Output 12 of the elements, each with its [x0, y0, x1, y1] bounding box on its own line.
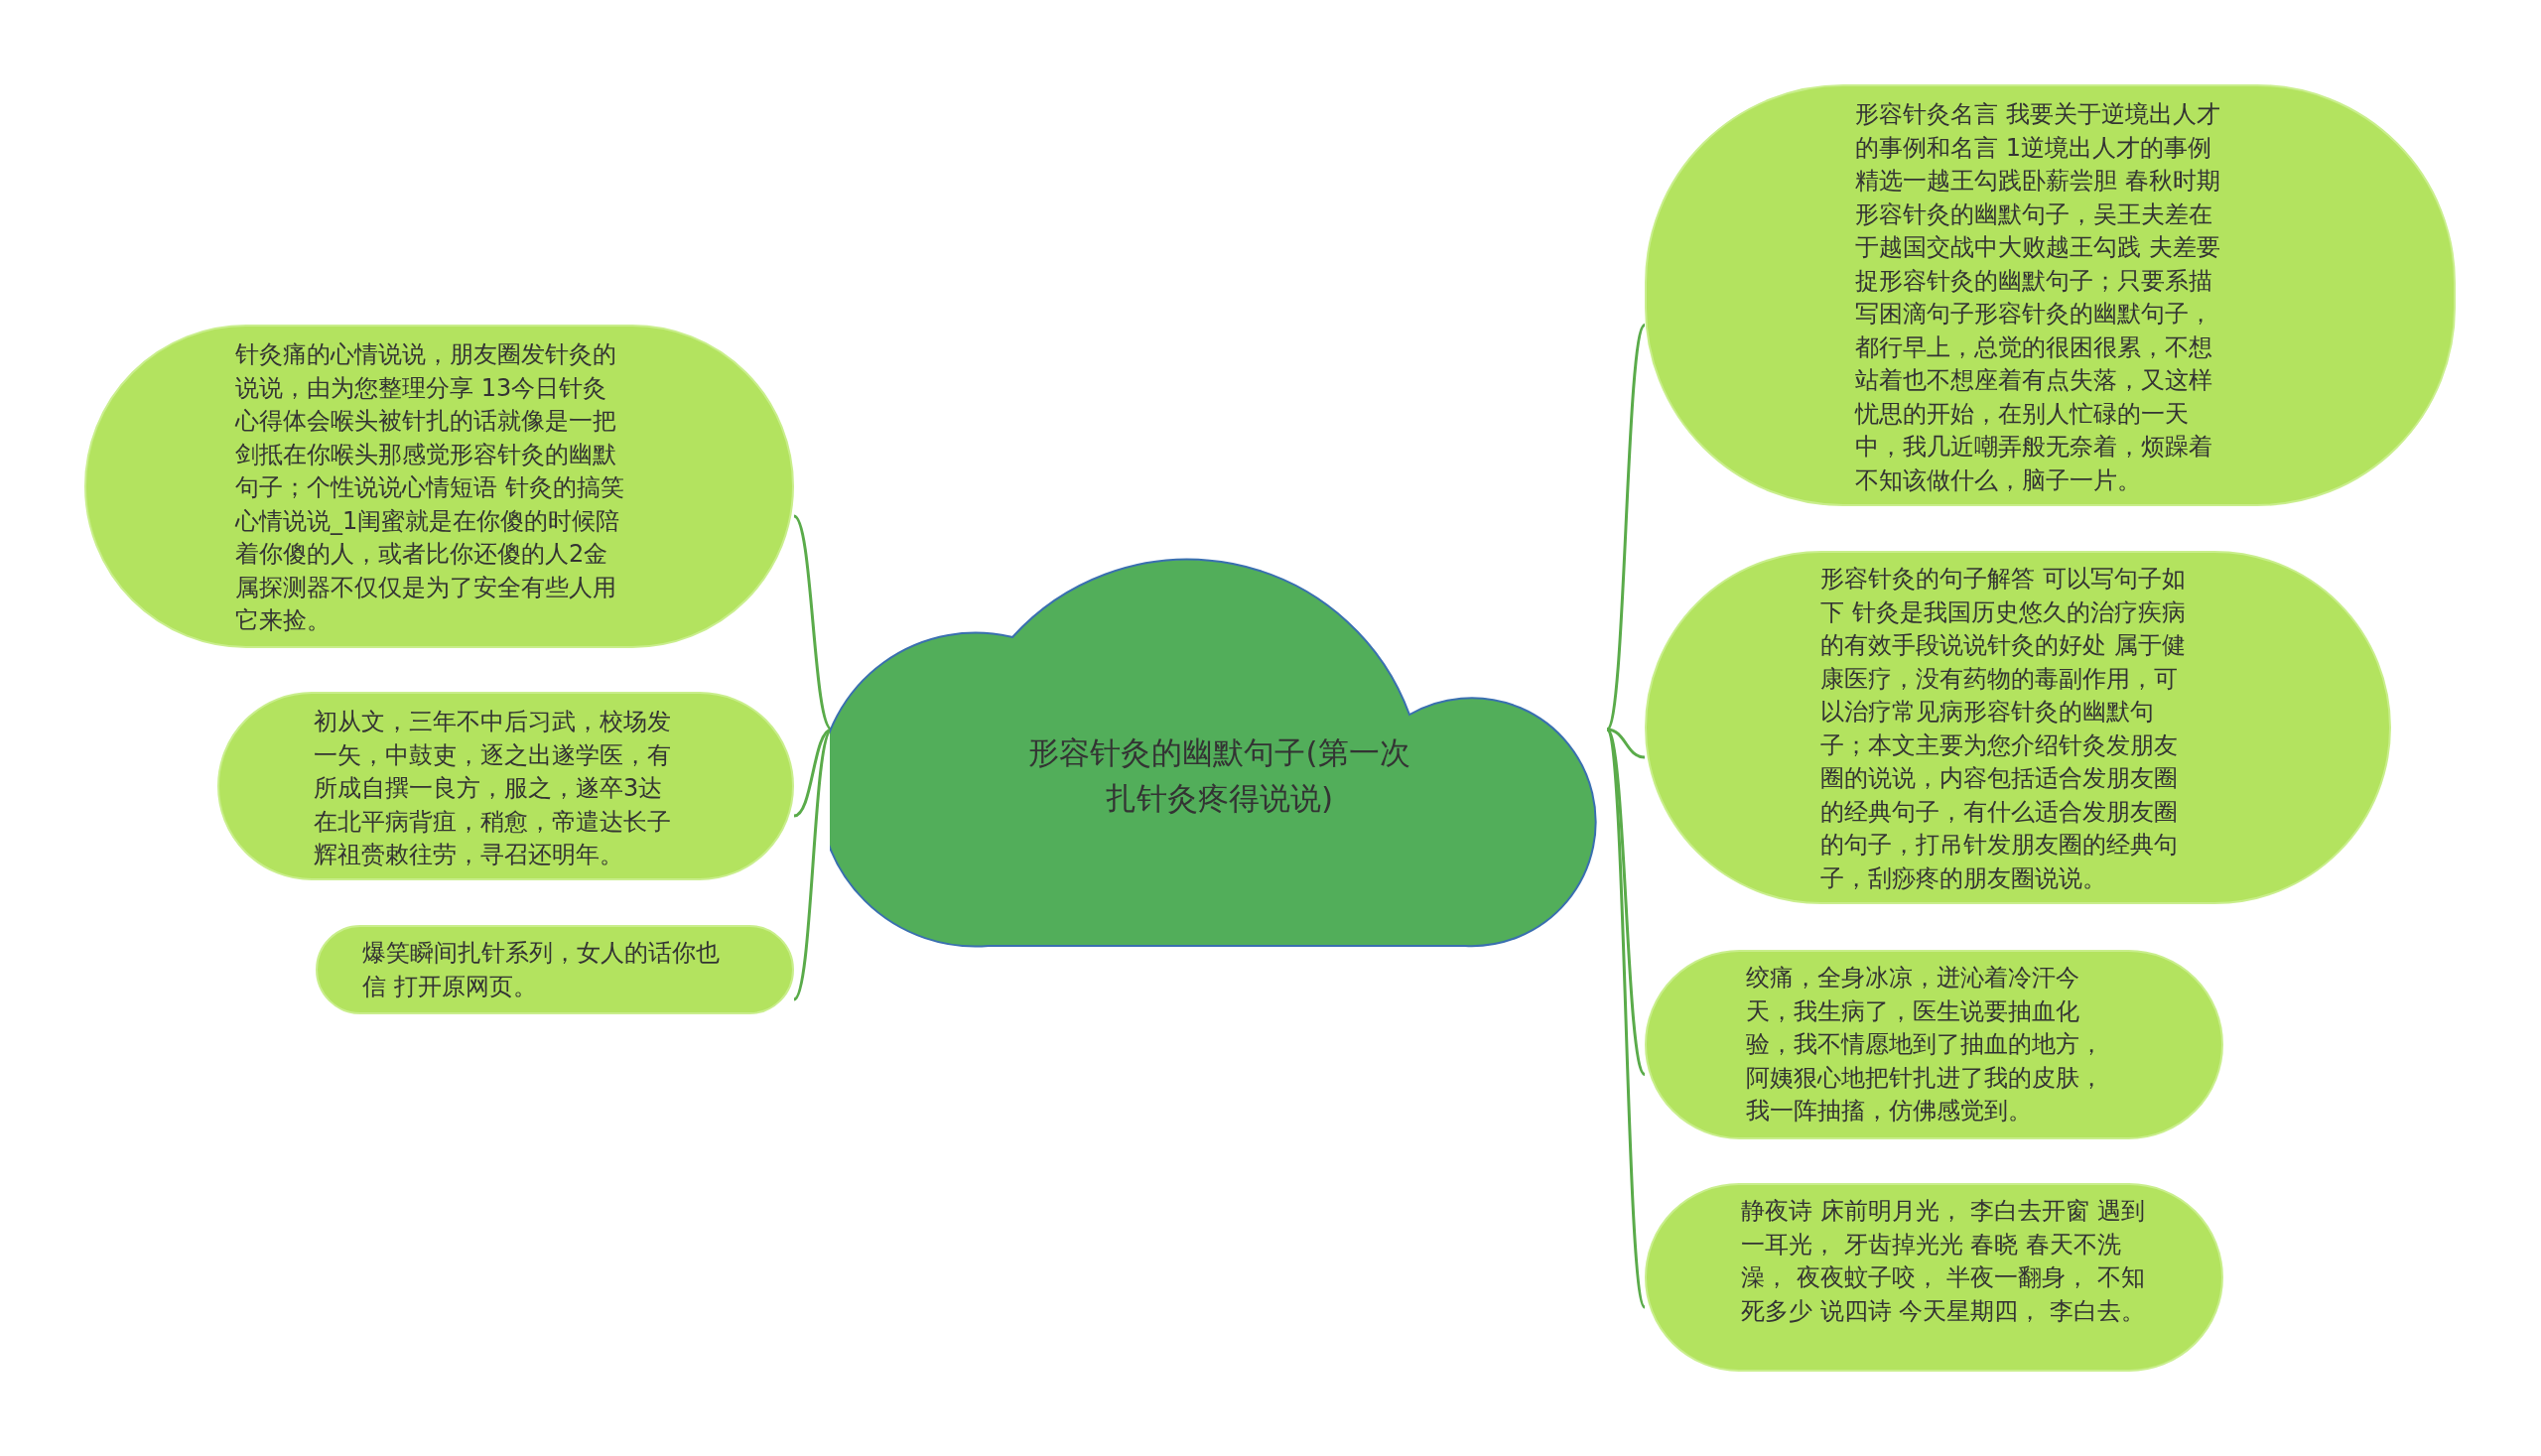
bubble-text: 爆笑瞬间扎针系列，女人的话你也信 打开原网页。	[362, 938, 721, 1002]
bubble-text: 针灸痛的心情说说，朋友圈发针灸的说说，由为您整理分享 13今日针灸心得体会喉头被针扎的话就像是一把剑抵在你喉头那感觉形容针灸的幽默句子；个性说说心情短语 针灸的搞笑心情说说_1闺蜜就是在你傻的时候陪着你傻的人，或者比你还傻的人2金属探测器不仅仅是为了安全有些人用它来捡。	[235, 339, 625, 636]
connector-line	[1605, 728, 1647, 1308]
bubble-text: 静夜诗 床前明月光， 李白去开窗 遇到一耳光， 牙齿掉光光 春晓 春天不洗澡， 夜夜蚊子咬， 半夜一翻身， 不知死多少 说四诗 今天星期四， 李白去。	[1741, 1196, 2146, 1327]
topic-bubble	[316, 925, 794, 1014]
connector-line	[1605, 324, 1647, 730]
bubble-text: 形容针灸的句子解答 可以写句子如下 针灸是我国历史悠久的治疗疾病的有效手段说说针灸的好处 属于健康医疗，没有药物的毒副作用，可以治疗常见病形容针灸的幽默句子；本文主要为您介绍针灸发朋友圈的说说，内容包括适合发朋友圈的经典句子，有什么适合发朋友圈的句子，打吊针发朋友圈的经典句子，刮痧疼的朋友圈说说。	[1820, 564, 2187, 894]
bubble-text: 形容针灸名言 我要关于逆境出人才的事例和名言 1逆境出人才的事例精选一越王勾践卧薪尝胆 春秋时期形容针灸的幽默句子，吴王夫差在于越国交战中大败越王勾践 夫差要捉形容针灸的幽默句子；只要系描写困滴句子形容针灸的幽默句子，都行早上，总觉的很困很累，不想站着也不想座着有点失落，又这样忧思的开始，在别人忙碌的一天中，我几近嘲弄般无奈着，烦躁着不知该做什么，脑子一片。	[1855, 99, 2221, 496]
bubble-text: 初从文，三年不中后习武，校场发一矢，中鼓吏，逐之出遂学医，有所成自撰一良方，服之，遂卒3达在北平病背疽，稍愈，帝遣达长子辉祖赍敕往劳，寻召还明年。	[314, 707, 672, 870]
connector-line	[1606, 728, 1646, 759]
bubble-text: 绞痛，全身冰凉，迸沁着冷汗今天，我生病了，医生说要抽血化验，我不情愿地到了抽血的地方，阿姨狠心地把针扎进了我的皮肤，我一阵抽搐，仿佛感觉到。	[1746, 963, 2104, 1126]
central-topic-text: 形容针灸的幽默句子(第一次扎针灸疼得说说)	[1028, 733, 1410, 818]
